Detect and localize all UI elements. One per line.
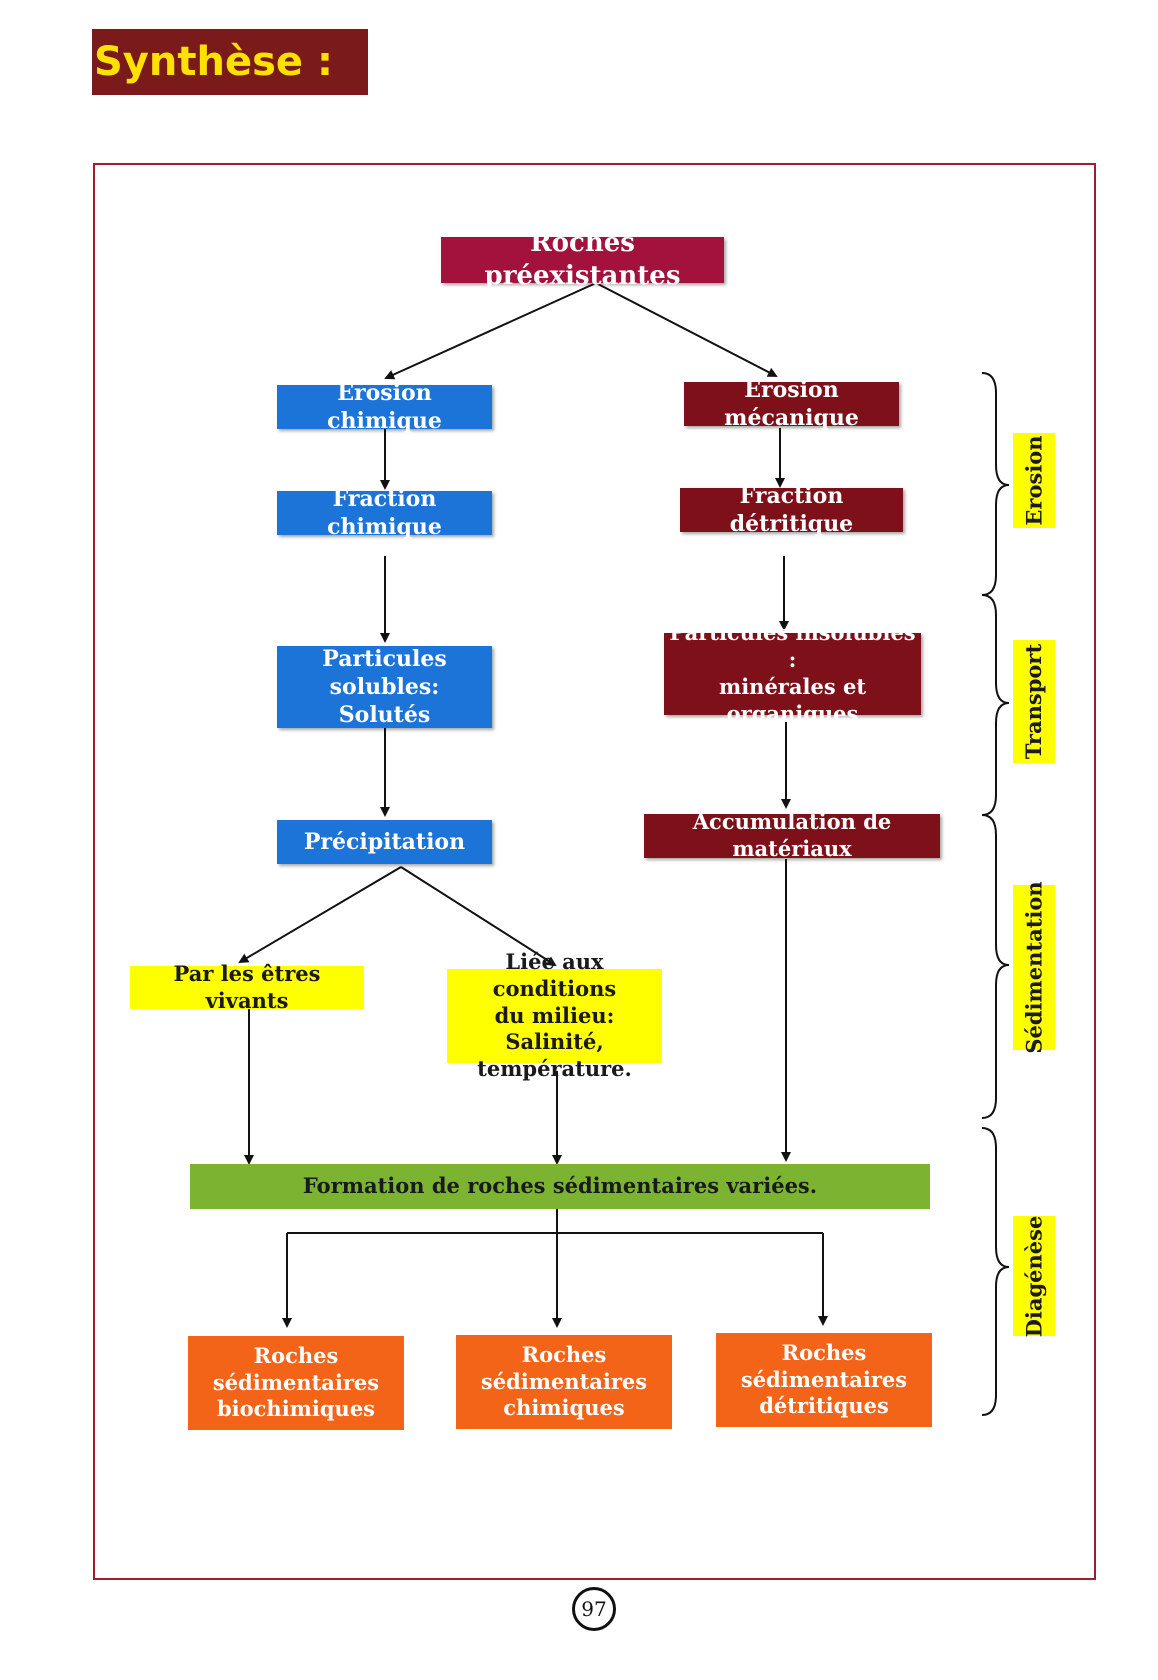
stage-erosion-label: Erosion bbox=[1021, 435, 1047, 526]
arrow-source-to-chemical bbox=[384, 282, 597, 380]
source-box: Roches préexistantes bbox=[441, 228, 724, 291]
brace-transport bbox=[981, 594, 1010, 816]
product-chimiques: Roches sédimentaires chimiques bbox=[456, 1335, 672, 1429]
chemical-erosion-box: Erosion chimique bbox=[277, 380, 492, 434]
stage-transport-label: Transport bbox=[1021, 643, 1047, 760]
soluble-particles-label: Particules solubles: Solutés bbox=[322, 645, 447, 729]
soluble-particles-box: Particules solubles: Solutés bbox=[277, 646, 492, 728]
product-biochimiques-label: Roches sédimentaires biochimiques bbox=[212, 1342, 380, 1422]
page-number: 97 bbox=[572, 1587, 616, 1631]
stage-diagenese: Diagénèse bbox=[1013, 1215, 1055, 1337]
biological-box: Par les êtres vivants bbox=[130, 961, 364, 1013]
diagram-frame bbox=[93, 163, 1096, 1580]
accumulation-box: Accumulation de matériaux bbox=[644, 809, 940, 861]
stage-sedimentation: Sédimentation bbox=[1013, 881, 1055, 1054]
arrow-precipitation-to-biological bbox=[238, 866, 402, 964]
conditions-box: Liée aux conditions du milieu: Salinité,… bbox=[447, 949, 662, 1081]
page-title: Synthèse : bbox=[92, 29, 368, 95]
product-biochimiques: Roches sédimentaires biochimiques bbox=[188, 1336, 404, 1430]
precipitation-box: Précipitation bbox=[277, 820, 492, 864]
product-chimiques-label: Roches sédimentaires chimiques bbox=[480, 1341, 648, 1421]
detrital-fraction-box: Fraction détritique bbox=[680, 483, 903, 537]
product-detritiques-label: Roches sédimentaires détritiques bbox=[740, 1339, 908, 1419]
insoluble-particles-box: Particules insolubles : minérales et org… bbox=[664, 620, 921, 726]
stage-diagenese-label: Diagénèse bbox=[1021, 1215, 1047, 1337]
brace-sedimentation bbox=[981, 814, 1010, 1119]
arrow-precipitation-to-conditions bbox=[400, 866, 557, 967]
insoluble-particles-label: Particules insolubles : minérales et org… bbox=[669, 620, 916, 726]
product-detritiques: Roches sédimentaires détritiques bbox=[716, 1333, 932, 1427]
stage-erosion: Erosion bbox=[1013, 433, 1055, 528]
arrow-source-to-mechanical bbox=[595, 282, 778, 377]
brace-erosion bbox=[981, 372, 1010, 596]
stage-sedimentation-label: Sédimentation bbox=[1021, 881, 1047, 1054]
conditions-label: Liée aux conditions du milieu: Salinité,… bbox=[477, 948, 632, 1082]
brace-diagenese bbox=[981, 1127, 1010, 1416]
stage-transport: Transport bbox=[1013, 640, 1055, 763]
mechanical-erosion-box: Erosion mécanique bbox=[684, 377, 899, 431]
formation-bar: Formation de roches sédimentaires variée… bbox=[190, 1164, 930, 1209]
chemical-fraction-box: Fraction chimique bbox=[277, 486, 492, 540]
